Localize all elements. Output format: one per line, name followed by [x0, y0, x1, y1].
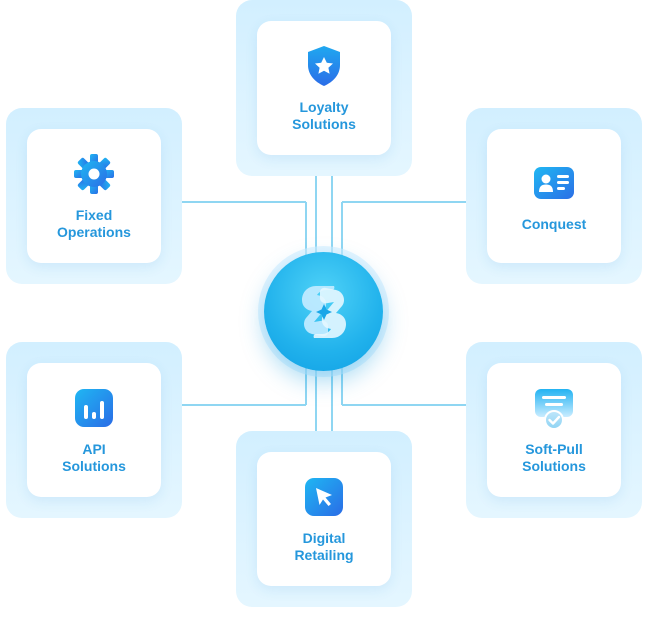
tile-digital-retailing[interactable]: Digital Retailing: [236, 431, 412, 607]
tile-conquest[interactable]: Conquest: [466, 108, 642, 284]
brand-logo-icon: [301, 285, 346, 338]
node-label-line2: Operations: [57, 224, 131, 240]
node-label-line1: API: [82, 441, 106, 457]
card-fixed-operations[interactable]: Fixed Operations: [27, 129, 161, 263]
hub-logo[interactable]: [264, 252, 383, 371]
card-soft-pull-solutions[interactable]: Soft-Pull Solutions: [487, 363, 621, 497]
id-card-icon: [534, 166, 574, 199]
node-label-line2: Solutions: [522, 458, 586, 474]
node-label: Loyalty Solutions: [264, 99, 384, 133]
card-api-solutions[interactable]: API Solutions: [27, 363, 161, 497]
node-label-line2: Solutions: [292, 116, 356, 132]
node-label-line1: Digital: [302, 530, 346, 546]
node-label-line2: Solutions: [62, 458, 126, 474]
shield-star-icon: [308, 46, 340, 86]
tile-loyalty-solutions[interactable]: Loyalty Solutions: [236, 0, 412, 176]
node-label-line1: Loyalty: [299, 99, 349, 115]
node-label: Fixed Operations: [34, 207, 154, 241]
node-label: Soft-Pull Solutions: [494, 441, 614, 475]
bar-chart-icon: [75, 389, 113, 427]
tile-fixed-operations[interactable]: Fixed Operations: [6, 108, 182, 284]
node-label: Conquest: [494, 216, 614, 233]
card-digital-retailing[interactable]: Digital Retailing: [257, 452, 391, 586]
cursor-pointer-icon: [305, 478, 343, 516]
node-label: Digital Retailing: [264, 530, 384, 564]
node-label-line1: Soft-Pull: [525, 441, 583, 457]
gear-icon: [74, 154, 114, 194]
tile-soft-pull-solutions[interactable]: Soft-Pull Solutions: [466, 342, 642, 518]
certificate-check-icon: [535, 389, 573, 430]
node-label: API Solutions: [34, 441, 154, 475]
card-loyalty-solutions[interactable]: Loyalty Solutions: [257, 21, 391, 155]
node-label-line1: Fixed: [75, 207, 113, 223]
card-conquest[interactable]: Conquest: [487, 129, 621, 263]
node-label-line1: Conquest: [521, 215, 587, 232]
tile-api-solutions[interactable]: API Solutions: [6, 342, 182, 518]
node-label-line2: Retailing: [294, 547, 354, 563]
